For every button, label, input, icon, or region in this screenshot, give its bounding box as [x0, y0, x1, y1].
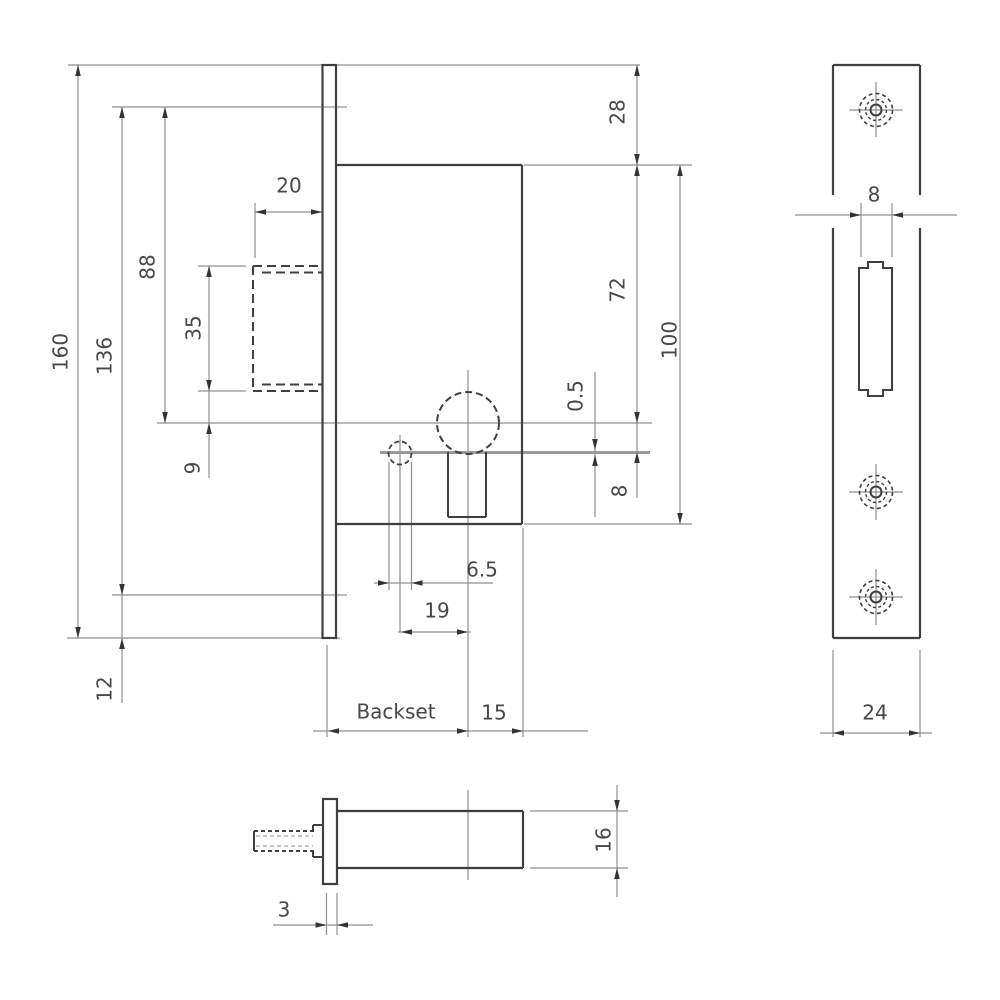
dim-label-top-to-case: 28 — [606, 99, 630, 124]
arrowhead — [401, 629, 412, 635]
screw-hole-middle — [849, 464, 903, 520]
dim-label-case-height: 100 — [658, 321, 682, 359]
dim-label-backset: Backset — [356, 700, 435, 724]
dim-label-case-top-to-cylinder: 72 — [606, 277, 630, 302]
dim-label-bottom-fixing-offset: 12 — [93, 676, 117, 701]
dim-label-cylinder-to-case-edge: 15 — [481, 701, 506, 725]
hole-outer-circle — [864, 585, 888, 609]
arrowhead — [850, 212, 861, 218]
arrowhead — [75, 65, 81, 76]
arrowhead — [892, 212, 903, 218]
front-view: 160 136 88 35 20 9 12 28 72 100 0.5 8 6.… — [49, 63, 692, 737]
bolt-view-dimension-lines — [273, 785, 628, 935]
front-view-outline — [321, 63, 524, 640]
dim-label-cutout-width: 8 — [868, 183, 881, 207]
follower-pocket-hidden-lines — [252, 265, 322, 392]
hole-countersink-circle — [858, 92, 894, 128]
arrowhead — [206, 423, 212, 434]
arrowhead — [634, 65, 640, 76]
dim-label-pocket-to-cylinder: 9 — [181, 462, 205, 475]
dim-label-height: 160 — [49, 333, 73, 371]
hole-countersink-circle — [858, 474, 894, 510]
arrowhead — [677, 513, 683, 524]
front-view-dimension-lines — [67, 64, 692, 737]
arrowhead — [457, 629, 468, 635]
arrowhead — [512, 728, 523, 734]
dim-label-pocket-height: 35 — [182, 315, 206, 340]
arrowhead — [592, 439, 598, 450]
arrowhead — [315, 922, 327, 928]
dim-label-faceplate-thickness: 3 — [278, 898, 291, 922]
dim-label-pocket-width: 20 — [276, 174, 301, 198]
arrowhead — [614, 800, 620, 811]
arrowhead — [328, 728, 339, 734]
arrowhead — [162, 412, 168, 423]
hole-inner-circle — [869, 485, 883, 499]
dim-label-cylinder-to-bolt: 8 — [608, 485, 632, 498]
dim-label-fixing-centres: 136 — [93, 337, 117, 375]
hole-outer-circle — [864, 480, 888, 504]
strike-plate-view: 8 24 — [795, 63, 957, 737]
arrowhead — [75, 627, 81, 638]
bolt-side-view: 16 3 — [253, 785, 628, 935]
arrowhead — [119, 638, 125, 649]
arrowhead — [337, 922, 348, 928]
dim-label-bolt-thickness: 16 — [592, 827, 616, 852]
arrowhead — [206, 380, 212, 391]
screw-hole-top — [849, 82, 903, 137]
dim-label-fixing-hole-dia: 6.5 — [466, 558, 498, 582]
dim-label-top-fixing-to-cylinder: 88 — [136, 254, 160, 279]
fixing-screw-hole-circle — [387, 440, 413, 466]
arrowhead — [614, 868, 620, 879]
faceplate-outline — [321, 63, 338, 640]
arrowhead — [634, 412, 640, 423]
threaded-spindle — [253, 824, 323, 858]
dim-label-fixing-to-cylinder: 19 — [424, 599, 449, 623]
strike-plate-outline — [831, 63, 922, 640]
arrowhead — [378, 580, 389, 586]
arrowhead — [677, 165, 683, 176]
faceplate-side-outline — [321, 797, 339, 886]
hole-inner-circle — [869, 103, 883, 117]
arrowhead — [634, 165, 640, 176]
arrowhead — [255, 209, 266, 215]
arrowhead — [909, 730, 920, 736]
arrowhead — [592, 455, 598, 466]
cylinder-hole-circle — [436, 391, 500, 455]
dim-label-offset: 0.5 — [564, 380, 588, 412]
hole-countersink-circle — [858, 579, 894, 615]
hole-outer-circle — [864, 98, 888, 122]
arrowhead — [119, 584, 125, 595]
arrowhead — [411, 580, 423, 586]
hole-inner-circle — [869, 590, 883, 604]
arrowhead — [634, 154, 640, 165]
bolt-view-outline — [321, 797, 525, 886]
bolt-cutout-outline — [858, 261, 893, 397]
arrowhead — [311, 209, 322, 215]
dim-label-plate-width: 24 — [862, 701, 887, 725]
arrowhead — [162, 107, 168, 118]
arrowhead — [833, 730, 844, 736]
arrowhead — [457, 728, 468, 734]
arrowhead — [119, 107, 125, 118]
arrowhead — [206, 266, 212, 277]
screw-hole-bottom — [849, 569, 903, 625]
